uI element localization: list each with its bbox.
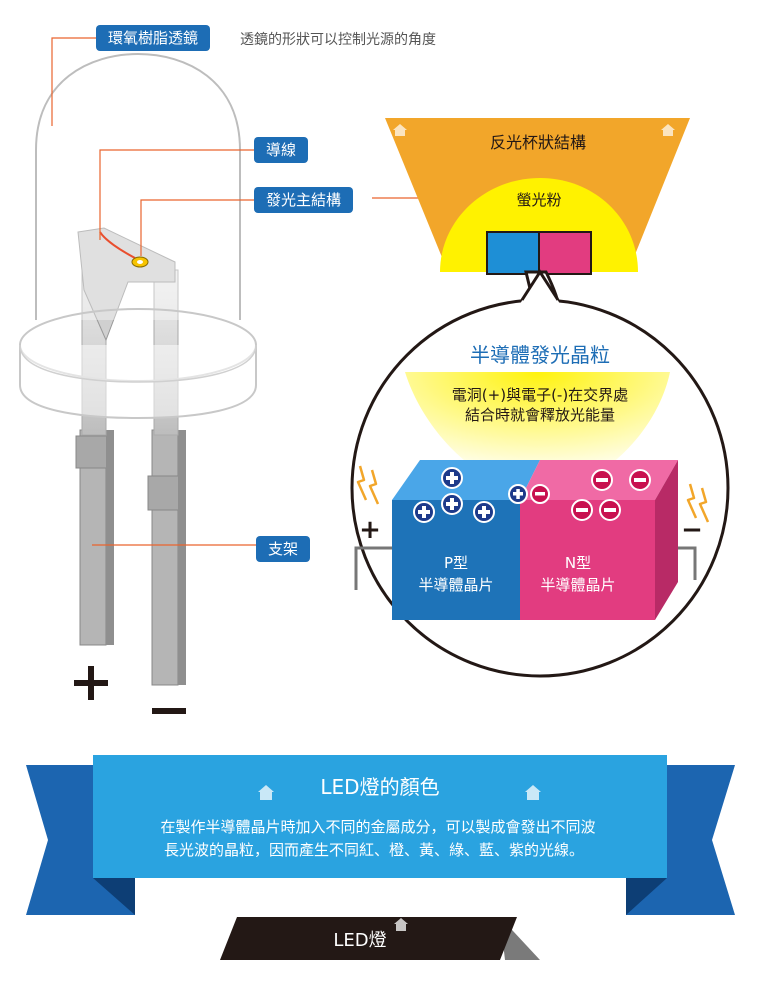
- n-name-label: 半導體晶片: [540, 576, 615, 594]
- banner-line1: 在製作半導體晶片時加入不同的金屬成分，可以製成會發出不同波: [160, 818, 595, 836]
- electron-minus-icon: [530, 469, 651, 521]
- reflector-cup: 反光杯狀結構 螢光粉: [385, 118, 690, 275]
- house-icon: [393, 124, 675, 136]
- banner-title: LED燈的顏色: [320, 775, 439, 799]
- right-leg: [147, 429, 186, 686]
- leg-polarity: [74, 666, 186, 714]
- lightning-icon: [356, 465, 710, 523]
- chip-title: 半導體發光晶粒: [470, 343, 610, 367]
- left-wire: [354, 546, 392, 590]
- chip-minus-sign: −: [681, 515, 703, 545]
- chip-magnifier: 半導體發光晶粒 電洞(+)與電子(-)在交界處 結合時就會釋放光能量: [350, 269, 730, 678]
- frame-tag: 支架: [256, 536, 311, 562]
- chip-desc-line1: 電洞(+)與電子(-)在交界處: [452, 386, 628, 404]
- wire-tag: 導線: [254, 137, 309, 163]
- house-icon: [394, 918, 408, 931]
- banner-line2: 長光波的晶粒，因而產生不同紅、橙、黃、綠、藍、紫的光線。: [164, 841, 584, 859]
- left-leg: [75, 429, 114, 646]
- bond-wire: [99, 231, 136, 259]
- hole-plus-icon: [413, 467, 528, 523]
- chip-desc-line2: 結合時就會釋放光能量: [465, 406, 615, 424]
- led-bulb: [19, 52, 257, 686]
- p-type-label: P型: [444, 554, 468, 572]
- phosphor-label: 螢光粉: [516, 191, 561, 209]
- color-banner: LED燈的顏色 在製作半導體晶片時加入不同的金屬成分，可以製成會發出不同波 長光…: [26, 755, 735, 915]
- house-icon: [258, 785, 541, 800]
- epoxy-dome: [35, 52, 241, 320]
- cup-title: 反光杯狀結構: [490, 133, 586, 152]
- footer-tab: LED燈: [220, 917, 540, 960]
- footer-label: LED燈: [333, 930, 386, 951]
- main-structure-tag: 發光主結構: [254, 187, 354, 213]
- chip-plus-sign: +: [359, 515, 381, 545]
- p-name-label: 半導體晶片: [418, 576, 493, 594]
- n-type-label: N型: [565, 554, 591, 572]
- epoxy-note: 透鏡的形狀可以控制光源的角度: [240, 32, 436, 48]
- epoxy-lens-tag: 環氧樹脂透鏡: [96, 25, 211, 51]
